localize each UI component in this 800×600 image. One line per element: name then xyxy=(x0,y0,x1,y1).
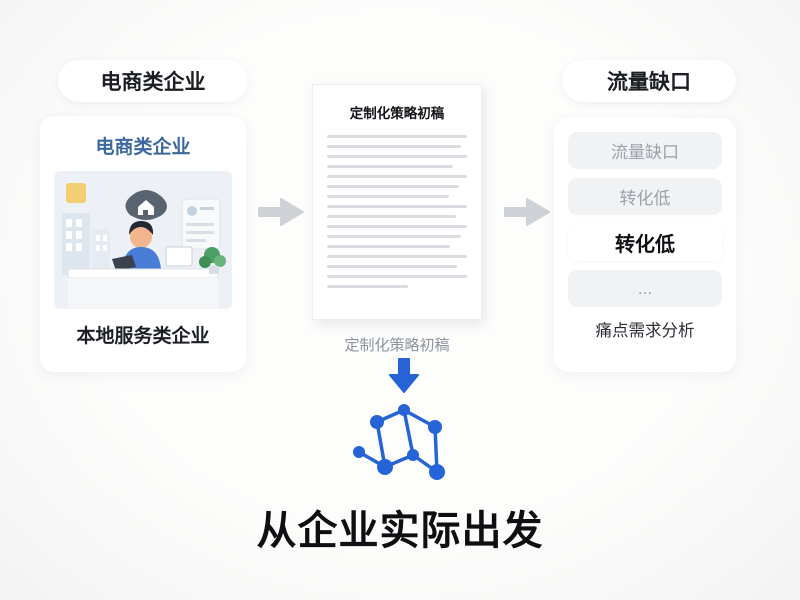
doc-text-line xyxy=(327,235,462,238)
doc-text-line xyxy=(327,175,467,178)
doc-text-line xyxy=(327,165,453,168)
workspace-illustration xyxy=(54,171,232,309)
network-glyph xyxy=(353,404,445,480)
document-title: 定制化策略初稿 xyxy=(349,106,445,121)
right-pill-label: 流量缺口 xyxy=(607,71,691,94)
strategy-document: 定制化策略初稿 xyxy=(312,84,482,320)
arrow-right-glyph xyxy=(258,198,304,226)
arrow-right-icon xyxy=(258,196,304,233)
doc-text-line xyxy=(327,255,467,258)
left-pill: 电商类企业 xyxy=(58,60,248,102)
pain-points-card: 流量缺口 转化低 转化低 ... 痛点需求分析 xyxy=(554,118,736,372)
doc-text-line xyxy=(327,145,462,148)
pain-point-item: 转化低 xyxy=(568,178,722,215)
doc-text-line xyxy=(327,245,451,248)
doc-text-line xyxy=(327,285,409,288)
left-pill-label: 电商类企业 xyxy=(100,71,206,94)
pain-points-caption: 痛点需求分析 xyxy=(595,322,695,340)
pain-point-item: ... xyxy=(568,270,722,307)
doc-text-line xyxy=(327,185,459,188)
doc-text-line xyxy=(327,135,467,138)
doc-text-line xyxy=(327,275,467,278)
ecommerce-card: 电商类企业 xyxy=(40,116,246,372)
local-service-label: 本地服务类企业 xyxy=(76,326,210,347)
doc-text-line xyxy=(327,155,467,158)
doc-text-line xyxy=(327,195,449,198)
pain-point-item: 流量缺口 xyxy=(568,132,722,169)
doc-text-line xyxy=(327,265,458,268)
arrow-right-icon xyxy=(504,196,550,233)
network-icon xyxy=(347,400,457,500)
document-caption: 定制化策略初稿 xyxy=(344,337,450,354)
document-text-lines xyxy=(327,135,467,288)
arrow-down-icon xyxy=(388,358,420,399)
pain-point-item-highlight: 转化低 xyxy=(568,224,722,261)
ecommerce-card-title: 电商类企业 xyxy=(95,137,191,158)
page-title: 从企业实际出发 xyxy=(256,509,544,553)
arrow-down-glyph xyxy=(389,358,419,393)
right-pill: 流量缺口 xyxy=(562,60,736,102)
workspace-illustration-svg xyxy=(54,171,232,309)
arrow-right-glyph xyxy=(504,198,550,226)
doc-text-line xyxy=(327,215,456,218)
doc-text-line xyxy=(327,225,467,228)
doc-text-line xyxy=(327,205,467,208)
